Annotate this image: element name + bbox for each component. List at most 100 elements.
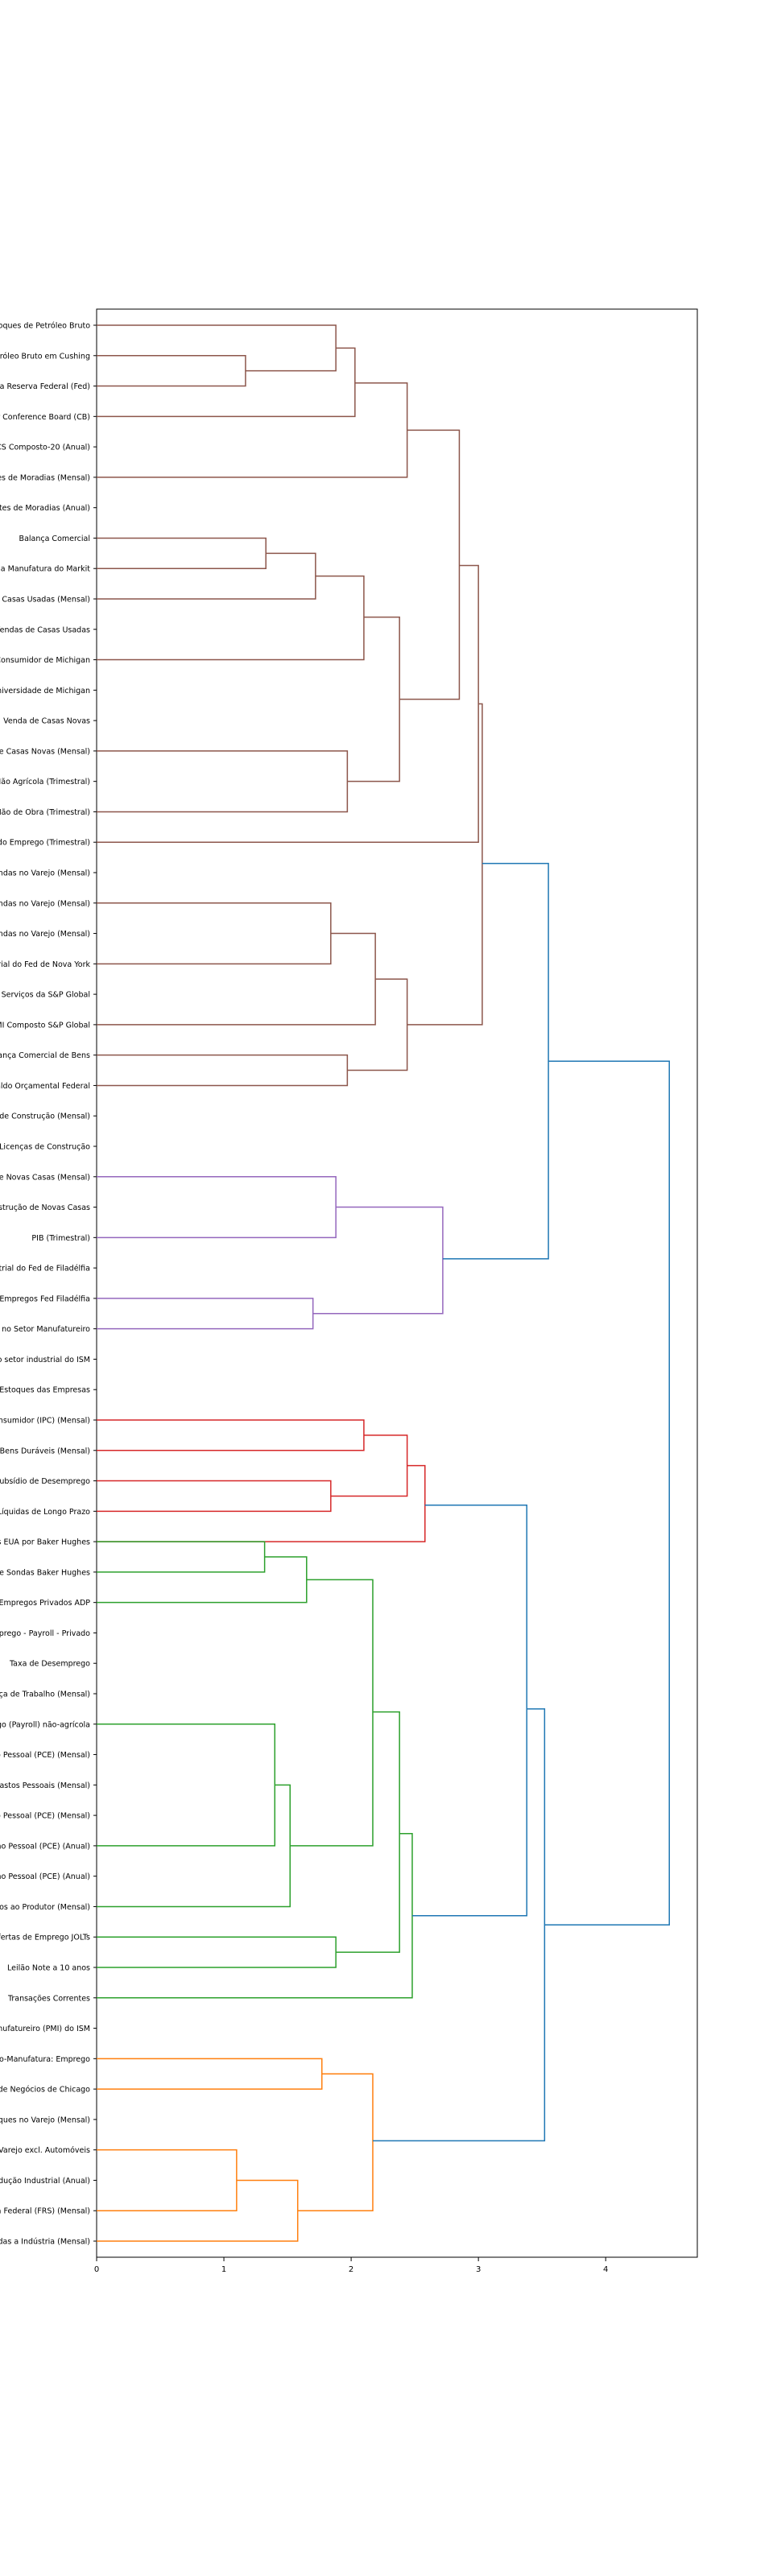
leaf-label: Índice Industrial do Fed de Filadélfia <box>0 1264 90 1274</box>
link-brown <box>97 564 479 843</box>
link-brown <box>347 978 408 1071</box>
leaf-label: Estoques de Petróleo Bruto em Cushing <box>0 352 90 361</box>
link-green <box>97 1724 276 1847</box>
leaf-label: Leilão Note a 10 anos <box>7 1964 90 1973</box>
leaf-label: Índice de Gerentes de Negócios de Chicag… <box>0 2085 90 2095</box>
link-red <box>97 1419 365 1451</box>
link-purple <box>312 1206 444 1315</box>
link-orange <box>97 2058 323 2090</box>
x-tick-label: 4 <box>603 2265 608 2274</box>
leaf-label: Índice Industrial do Fed de Nova York <box>0 960 90 969</box>
leaf-label: PMI Composto S&P Global <box>0 1021 90 1030</box>
leaf-label: Relatório de Emprego (Payroll) não-agríc… <box>0 1720 90 1729</box>
link-brown <box>97 902 332 965</box>
link-brown <box>97 537 267 569</box>
leaf-label: Vendas no Varejo (Mensal) <box>0 899 90 908</box>
link-purple <box>97 1298 314 1330</box>
leaf-label: Vendas de Casas Usadas <box>0 625 90 634</box>
leaf-label: Índice ISM de Gestão-Manufatura: Emprego <box>0 2054 90 2064</box>
leaf-label: Índice de Preços de Consumo Pessoal (PCE… <box>0 1872 90 1881</box>
leaf-label: Estoques das Empresas <box>0 1386 90 1395</box>
leaf-label: Índice de Preços de Consumo Pessoal (PCE… <box>0 1750 90 1760</box>
leaf-label: Vendas Pendentes de Moradias (Anual) <box>0 504 90 513</box>
link-red <box>97 1480 332 1513</box>
leaf-label: Encomendas de Bens Duráveis (Mensal) <box>0 1447 90 1455</box>
leaf-label: Núcleo do Índice de Preços de Consumo Pe… <box>0 1811 90 1821</box>
leaf-label: Estoques no Varejo (Mensal) <box>0 2116 90 2124</box>
leaf-label: Vendas de Novas Casas (Mensal) <box>0 1173 90 1182</box>
link-green <box>336 1711 400 1953</box>
leaf-label: Relatório de Empregos Privados ADP <box>0 1599 90 1608</box>
leaf-label: Vendas no Varejo (Mensal) <box>0 930 90 939</box>
leaf-label: Utilização da Capacidade Industrial da R… <box>0 2207 90 2216</box>
leaf-label: Vendas de Casas Novas (Mensal) <box>0 747 90 756</box>
leaf-label: Ofertas de Emprego JOLTs <box>0 1934 90 1942</box>
leaf-label: Transações Correntes <box>7 1994 90 2003</box>
x-tick-label: 2 <box>349 2265 353 2274</box>
link-brown <box>399 429 461 700</box>
link-brown <box>97 552 316 600</box>
leaf-label: Sondas EUA por Baker Hughes <box>0 1538 90 1547</box>
leaf-label: Índice de Preços de Moradias S&P/CS Comp… <box>0 443 90 452</box>
link-green <box>97 1833 413 1999</box>
leaf-label: PIB (Trimestral) <box>31 1234 90 1243</box>
link-blue <box>544 1060 670 1926</box>
leaf-label: Balança Comercial <box>19 535 90 543</box>
leaf-label: Emprego no setor industrial do ISM <box>0 1356 90 1364</box>
leaf-label: Núcleo do Índice de Preços de Consumo Pe… <box>0 1841 90 1851</box>
leaf-label: Expectativas do Consumidor da Universida… <box>0 687 90 696</box>
leaf-label: Licenças de Construção <box>0 1143 90 1152</box>
leaf-label: Índice de Custo do Emprego (Trimestral) <box>0 838 90 848</box>
leaf-label: Vendas no Varejo (Mensal) <box>0 869 90 878</box>
leaf-label: Taxa de Desemprego <box>9 1660 90 1669</box>
leaf-label: Sentimento do Consumidor de Michigan <box>0 656 90 665</box>
link-red <box>97 1464 426 1542</box>
leaf-label: Índice de Preços ao Consumidor (IPC) (Me… <box>0 1416 90 1426</box>
leaf-label: Vendas a Indústria (Mensal) <box>0 2238 90 2247</box>
link-green <box>97 1556 308 1604</box>
link-brown <box>97 382 408 478</box>
link-green <box>97 1541 266 1573</box>
leaf-label: PMI de Serviços da S&P Global <box>0 991 90 1000</box>
leaf-label: Gastos de Construção (Mensal) <box>0 1113 90 1121</box>
leaf-label: Construção de Novas Casas <box>0 1203 90 1212</box>
leaf-label: Vendas no Varejo excl. Automóveis <box>0 2146 90 2155</box>
leaf-label: Relatório de Emprego - Payroll - Privado <box>0 1629 90 1638</box>
link-brown <box>347 616 400 782</box>
leaf-label: Compras Líquidas de Longo Prazo <box>0 1508 90 1517</box>
link-brown <box>97 1054 349 1087</box>
link-blue <box>442 862 549 1260</box>
plot-frame <box>96 308 698 2258</box>
x-tick-label: 0 <box>94 2265 99 2274</box>
x-tick-label: 1 <box>221 2265 226 2274</box>
leaf-label: Produtividade Não Agrícola (Trimestral) <box>0 778 90 786</box>
leaf-label: Gastos Pessoais (Mensal) <box>0 1781 90 1790</box>
leaf-label: Estoques de Petróleo Bruto <box>0 322 90 331</box>
link-brown <box>97 932 376 1026</box>
link-green <box>290 1579 374 1847</box>
leaf-label: Saldo Orçamental Federal <box>0 1082 90 1091</box>
link-brown <box>407 703 483 1026</box>
leaf-label: Empregos Fed Filadélfia <box>0 1294 90 1303</box>
link-purple <box>97 1176 337 1239</box>
link-blue <box>411 1505 527 1917</box>
leaf-label: PMI da Manufatura do Markit <box>0 565 90 574</box>
link-brown <box>97 750 349 813</box>
leaf-label: Pedidos Contínuos de Subsídio de Desempr… <box>0 1477 90 1486</box>
link-brown <box>97 355 246 387</box>
leaf-label: Índice de Preços Pendentes de Moradias (… <box>0 473 90 482</box>
link-red <box>330 1435 408 1497</box>
link-blue <box>372 1708 546 2142</box>
leaf-label: Confiança do Consumidor Conference Board… <box>0 413 90 422</box>
x-tick-label: 3 <box>476 2265 481 2274</box>
link-brown <box>97 347 356 418</box>
leaf-label: Venda de Casas Novas <box>3 717 90 726</box>
leaf-label: Produção Industrial (Anual) <box>0 2177 90 2186</box>
leaf-label: Índice de Gerentes de Compras do Setor M… <box>0 2024 90 2033</box>
link-brown <box>97 324 337 372</box>
leaf-label: Força de Trabalho (Mensal) <box>0 1690 90 1699</box>
link-brown <box>97 575 365 661</box>
leaf-label: Emprego no Setor Manufatureiro <box>0 1325 90 1334</box>
